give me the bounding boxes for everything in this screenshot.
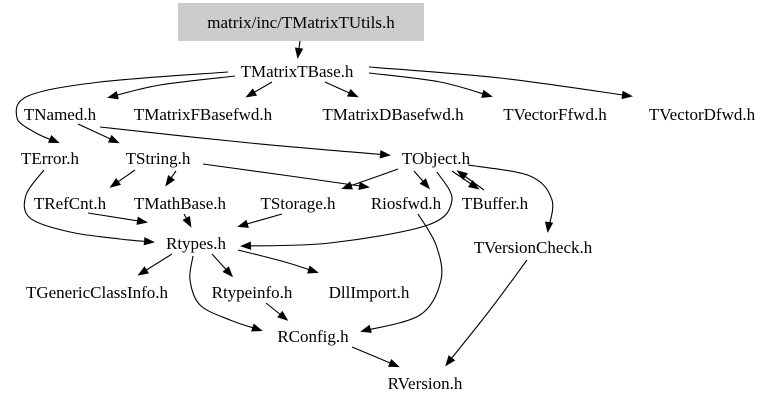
node-rconfig[interactable]: RConfig.h [277,327,349,346]
node-root: matrix/inc/TMatrixTUtils.h [207,13,395,32]
edge-terror-rtypes [23,169,153,243]
arrowhead-tstorage-rtypes [237,219,249,228]
arrowhead-tmatrixtbase-tmatrixdbasefwd [346,88,359,98]
arrowhead-tmatrixtbase-tnamed [107,91,119,100]
arrowhead-tstring-riosfwd [358,181,370,191]
arrowhead-tobject-riosfwd [419,178,430,190]
node-tmatrixdbasefwd[interactable]: TMatrixDBasefwd.h [322,105,464,124]
edge-riosfwd-rconfig [362,213,443,332]
edge-rtypes-dllimport [237,249,317,273]
edge-tstring-riosfwd [202,163,368,188]
node-tbuffer[interactable]: TBuffer.h [462,194,529,213]
arrowhead-tstring-trefcnt [109,177,121,188]
node-tstorage[interactable]: TStorage.h [260,194,336,213]
edge-tobject-tversioncheck [467,164,554,231]
arrowhead-tobject-tbuffer [468,180,480,190]
node-rversion[interactable]: RVersion.h [388,374,463,393]
edge-tmatrixtbase-tvectorffwd [368,72,491,97]
node-tvectorffwd[interactable]: TVectorFfwd.h [503,105,607,124]
edge-tobject-tstorage [343,168,399,189]
arrowhead-trefcnt-rtypes [136,216,148,225]
node-trefcnt[interactable]: TRefCnt.h [34,194,107,213]
edge-tmatrixtbase-tnamed [109,75,236,98]
edge-tnamed-tobject [99,126,389,156]
edge-tmatrixtbase-tvectordfwd [368,66,631,97]
arrowhead-rtypes-dllimport [307,265,319,274]
node-rtypes[interactable]: Rtypes.h [166,234,226,253]
arrowhead-tnamed-tstring [107,134,120,144]
arrowhead-tbuffer-tobject [456,170,468,181]
arrowhead-tmatrixtbase-terror [47,134,60,144]
node-dllimport[interactable]: DllImport.h [329,283,410,302]
node-box-root [178,3,424,41]
node-tversioncheck[interactable]: TVersionCheck.h [474,238,593,257]
node-tmatrixtbase[interactable]: TMatrixTBase.h [241,62,354,81]
arrowhead-tmathbase-rtypes [182,215,192,228]
node-tgenericclassinfo[interactable]: TGenericClassInfo.h [26,283,169,302]
arrowhead-rconfig-rversion [387,358,400,368]
arrowhead-tobject-tversioncheck [544,221,554,233]
arrowhead-tmatrixtbase-tmatrixfbasefwd [245,88,258,98]
node-tstring[interactable]: TString.h [126,149,191,168]
arrowhead-tobject-tstorage [341,181,353,190]
arrowhead-tobject-rtypes [240,241,252,250]
node-tobject[interactable]: TObject.h [402,149,471,168]
arrowhead-rtypeinfo-rconfig [277,310,289,321]
arrowhead-tmatrixtbase-tvectorffwd [481,89,493,98]
arrowhead-rtypes-tgenericclassinfo [137,266,150,276]
arrowhead-tmatrixtbase-tvectordfwd [621,90,633,100]
edge-tmatrixtbase-terror [15,71,229,143]
node-rtypeinfo[interactable]: Rtypeinfo.h [212,283,293,302]
arrowhead-riosfwd-rconfig [360,324,372,333]
arrowhead-rtypes-rtypeinfo [222,266,234,278]
edge-rtypes-rconfig [189,255,261,331]
arrowhead-rtypes-rconfig [251,323,263,332]
edge-tobject-rtypes [242,171,453,247]
arrowhead-terror-rtypes [143,237,155,246]
node-tnamed[interactable]: TNamed.h [24,105,97,124]
arrowhead-tversioncheck-rversion [445,355,456,367]
node-terror[interactable]: TError.h [21,149,80,168]
node-tmathbase[interactable]: TMathBase.h [134,194,227,213]
node-tvectordfwd[interactable]: TVectorDfwd.h [649,105,756,124]
node-riosfwd[interactable]: Riosfwd.h [371,194,442,213]
arrowhead-root-tmatrixtbase [294,47,304,59]
edge-tversioncheck-rversion [446,259,528,365]
arrowhead-tnamed-tobject [379,150,391,159]
node-tmatrixfbasefwd[interactable]: TMatrixFBasefwd.h [134,105,273,124]
arrowhead-tstring-tmathbase [165,175,176,187]
edge-trefcnt-rtypes [87,212,146,223]
